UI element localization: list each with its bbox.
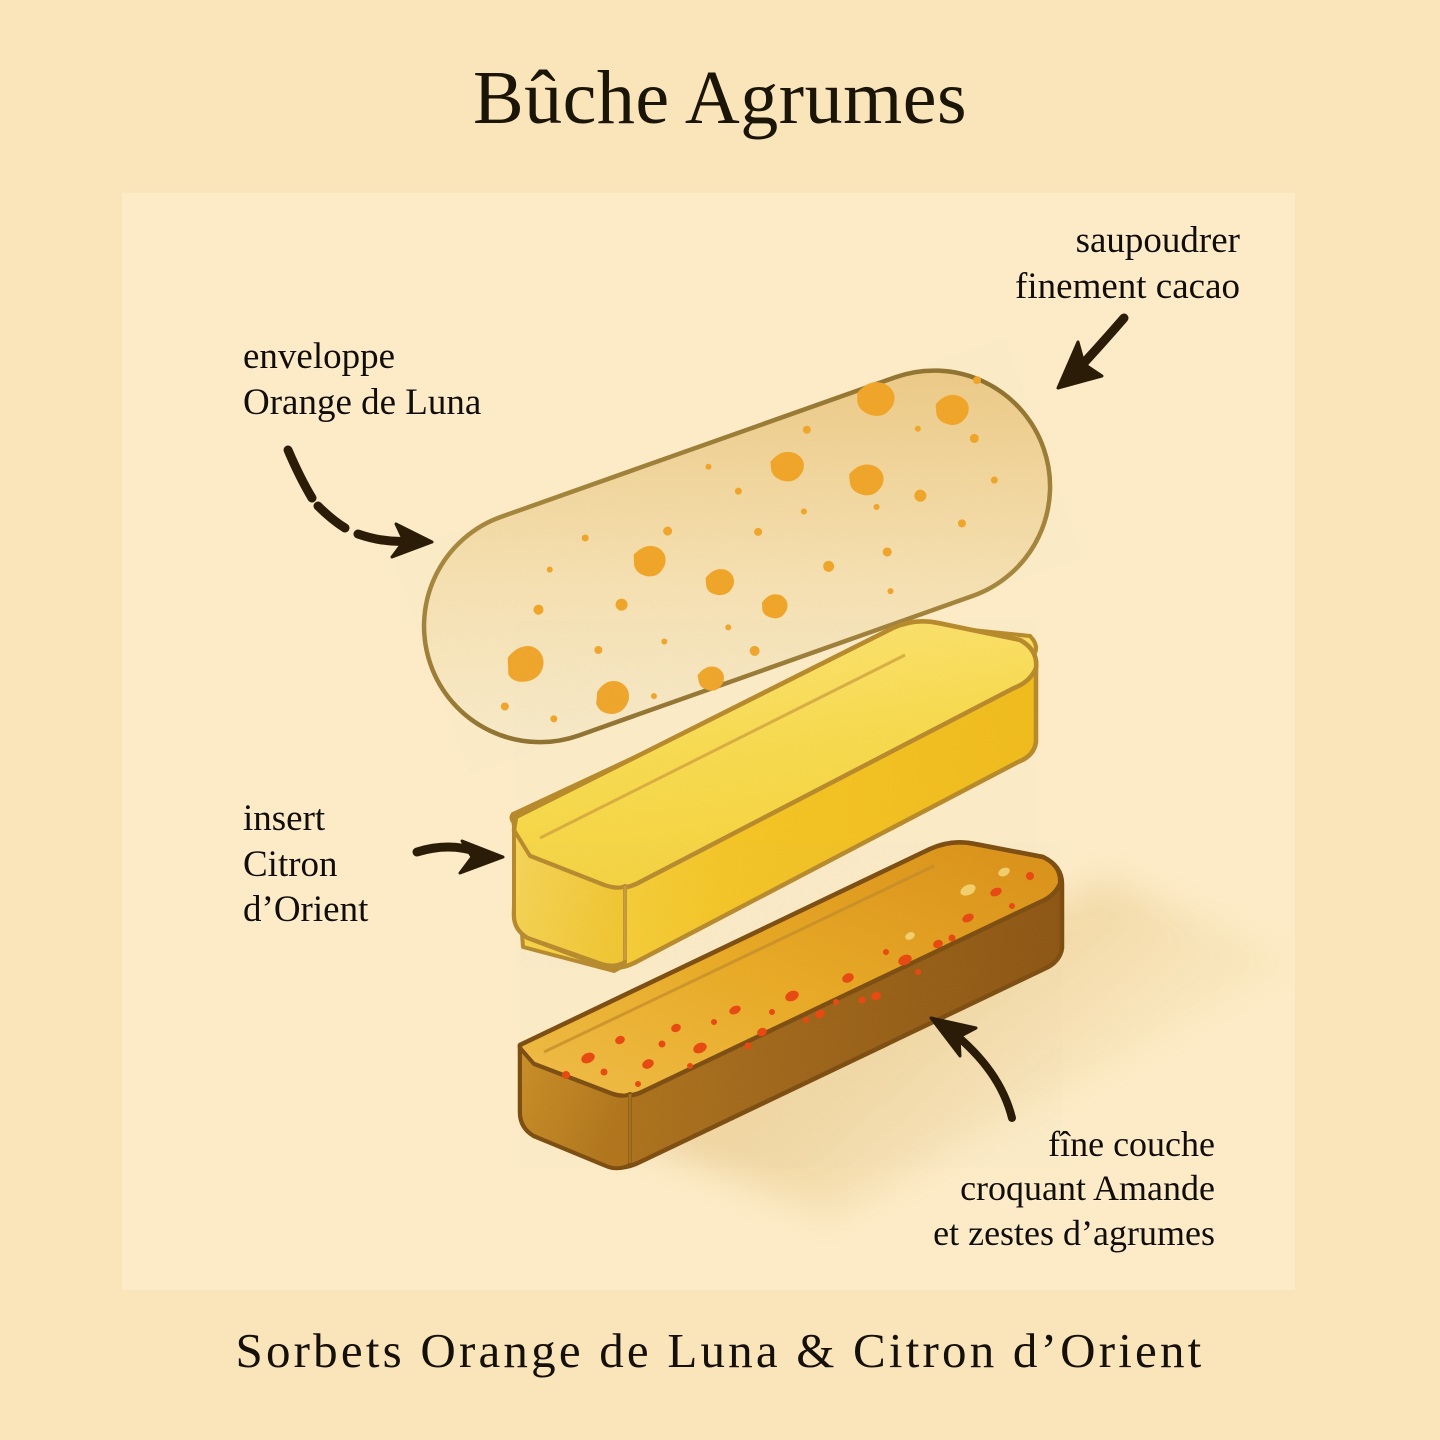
page-title: Bûche Agrumes	[472, 56, 968, 140]
insert-layer	[509, 619, 1039, 973]
curved-arrow-up-left-icon	[929, 1016, 1016, 1122]
croquant-layer	[517, 840, 1065, 1171]
annotation-fine-couche: fîne couche croquant Amande et zestes d’…	[933, 1124, 1215, 1253]
dashed-arrow-down-right-icon	[283, 445, 434, 559]
arrow-down-left-icon	[1056, 313, 1129, 390]
annotation-insert-citron: insert Citron d’Orient	[243, 798, 369, 930]
enveloppe-layer	[421, 368, 1053, 745]
zest-flecks-enveloppe	[500, 376, 998, 723]
arrow-right-icon	[412, 839, 505, 875]
page-caption: Sorbets Orange de Luna & Citron d’Orient	[235, 1323, 1205, 1378]
annotation-enveloppe-orange: enveloppe Orange de Luna	[243, 336, 482, 423]
annotation-saupoudrer-cacao: saupoudrer finement cacao	[1015, 220, 1240, 307]
